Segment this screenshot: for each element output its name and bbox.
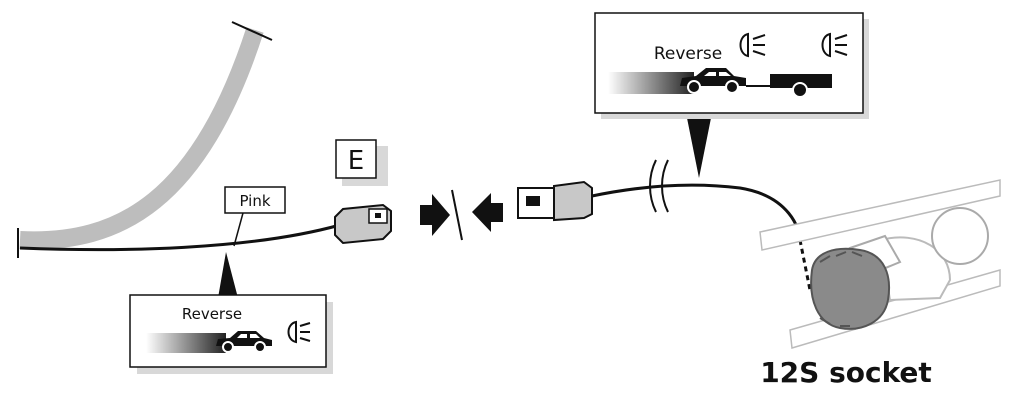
- car-icon: [216, 331, 272, 353]
- wire-left: [19, 223, 341, 252]
- wire-break-marks: [649, 159, 669, 213]
- socket-12s: [810, 247, 890, 330]
- tow-ball: [931, 207, 989, 265]
- right-callout-pointer: [687, 118, 711, 178]
- pink-label: Pink: [224, 186, 286, 247]
- reverse-text-left: Reverse: [182, 305, 242, 323]
- left-callout-pointer: [218, 252, 238, 298]
- headlight-icon: [739, 32, 766, 58]
- left-reverse-callout: Reverse: [129, 294, 333, 374]
- headlight-icon: [287, 320, 311, 344]
- connection-divider: [451, 189, 463, 241]
- connector-letter-text: E: [348, 146, 364, 176]
- reverse-text-right: Reverse: [654, 44, 722, 64]
- arrow-left-icon: [472, 193, 503, 232]
- connector-female: [334, 203, 392, 245]
- motion-blur-left: [146, 333, 226, 353]
- connector-letter-label: E: [335, 139, 388, 186]
- motion-blur-right: [608, 72, 694, 94]
- wire-right: [591, 183, 812, 291]
- socket-label: 12S socket: [760, 356, 932, 389]
- arrow-right-icon: [420, 194, 450, 236]
- headlight-icon: [821, 32, 848, 58]
- car-icon: [680, 68, 746, 94]
- right-reverse-callout: Reverse: [594, 12, 869, 119]
- wire-color-text: Pink: [239, 192, 270, 210]
- connector-male: [517, 180, 593, 222]
- trailer-icon: [746, 74, 832, 98]
- vehicle-body-edge: [17, 21, 273, 258]
